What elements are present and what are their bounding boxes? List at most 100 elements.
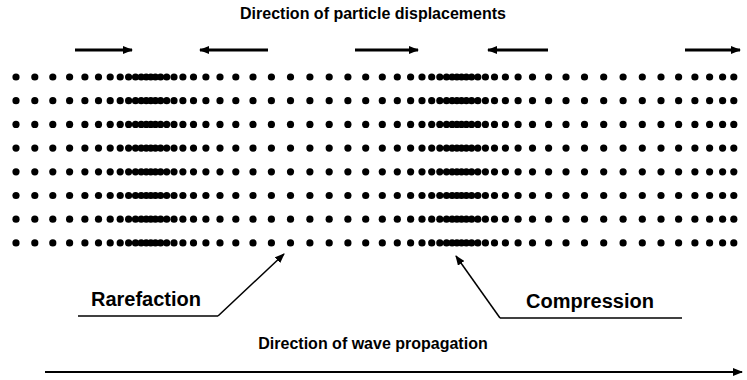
particle-dot	[675, 216, 682, 223]
particle-dot	[562, 145, 569, 152]
particle-dot	[620, 192, 627, 199]
particle-dot	[657, 168, 664, 175]
particle-dot	[418, 239, 425, 246]
particle-dot	[639, 192, 646, 199]
particle-dot	[163, 145, 170, 152]
particle-dot	[170, 97, 177, 104]
particle-dot	[117, 168, 124, 175]
particle-dot	[545, 216, 552, 223]
particle-dot	[581, 216, 588, 223]
particle-dot	[163, 239, 170, 246]
particle-dot	[581, 73, 588, 80]
particle-dot	[675, 192, 682, 199]
particle-dot	[418, 168, 425, 175]
particle-dot	[600, 192, 607, 199]
particle-dot	[49, 168, 56, 175]
particle-dot	[491, 239, 498, 246]
particle-dot	[190, 145, 197, 152]
particle-dot	[49, 121, 56, 128]
particle-dot	[66, 73, 73, 80]
particle-dot	[620, 121, 627, 128]
particle-dot	[216, 97, 223, 104]
particle-dot	[362, 168, 369, 175]
particle-dot	[691, 73, 698, 80]
particle-dot	[379, 192, 386, 199]
particle-dot	[379, 168, 386, 175]
particle-dot	[125, 121, 132, 128]
particle-dot	[306, 168, 313, 175]
particle-dot	[706, 239, 713, 246]
particle-dot	[81, 73, 88, 80]
particle-dot	[491, 121, 498, 128]
particle-dot	[81, 97, 88, 104]
particle-dot	[125, 239, 132, 246]
particle-dot	[125, 73, 132, 80]
particle-dot	[436, 239, 443, 246]
particle-dot	[49, 97, 56, 104]
particle-dot	[287, 168, 294, 175]
particle-dot	[468, 97, 475, 104]
particle-dot	[344, 216, 351, 223]
particle-dot	[474, 239, 481, 246]
particle-dot	[468, 192, 475, 199]
particle-dot	[216, 168, 223, 175]
particle-dot	[394, 97, 401, 104]
particle-dot	[657, 192, 664, 199]
particle-dot	[706, 216, 713, 223]
particle-dot	[268, 192, 275, 199]
particle-dot	[428, 216, 435, 223]
particle-dot	[287, 192, 294, 199]
particle-dot	[81, 192, 88, 199]
particle-dot	[600, 216, 607, 223]
particle-dot	[202, 239, 209, 246]
particle-dot	[66, 145, 73, 152]
particle-dot	[474, 216, 481, 223]
particle-dot	[202, 192, 209, 199]
particle-dot	[639, 168, 646, 175]
particle-dot	[362, 239, 369, 246]
particle-dot	[562, 216, 569, 223]
particle-dot	[117, 216, 124, 223]
particle-dot	[202, 216, 209, 223]
particle-dot	[306, 121, 313, 128]
particle-dot	[344, 121, 351, 128]
particle-dot	[81, 145, 88, 152]
particle-dot	[639, 97, 646, 104]
particle-dot	[468, 73, 475, 80]
particle-dot	[436, 145, 443, 152]
particle-dot	[639, 216, 646, 223]
particle-dot	[474, 73, 481, 80]
particle-dot	[482, 239, 489, 246]
particle-dot	[306, 145, 313, 152]
particle-dot	[117, 239, 124, 246]
particle-dot	[581, 97, 588, 104]
particle-dot	[515, 73, 522, 80]
particle-dot	[562, 73, 569, 80]
particle-dot	[407, 239, 414, 246]
particle-dot	[232, 239, 239, 246]
particle-dot	[474, 168, 481, 175]
particle-dot	[675, 97, 682, 104]
particle-dot	[179, 216, 186, 223]
particle-dot	[170, 145, 177, 152]
particle-dot	[418, 97, 425, 104]
particle-dot	[491, 168, 498, 175]
particle-dot	[287, 216, 294, 223]
particle-dot	[287, 239, 294, 246]
particle-dot	[202, 168, 209, 175]
particle-dot	[639, 73, 646, 80]
particle-dot	[306, 239, 313, 246]
particle-dot	[232, 168, 239, 175]
particle-dot	[326, 97, 333, 104]
particle-dot	[418, 121, 425, 128]
particle-dot	[545, 192, 552, 199]
particle-dot	[436, 73, 443, 80]
particle-dot	[730, 73, 737, 80]
particle-dot	[216, 73, 223, 80]
particle-dot	[179, 239, 186, 246]
particle-dot	[545, 168, 552, 175]
particle-dot	[639, 239, 646, 246]
particle-dot	[502, 121, 509, 128]
particle-dot	[482, 216, 489, 223]
particle-dot	[95, 239, 102, 246]
